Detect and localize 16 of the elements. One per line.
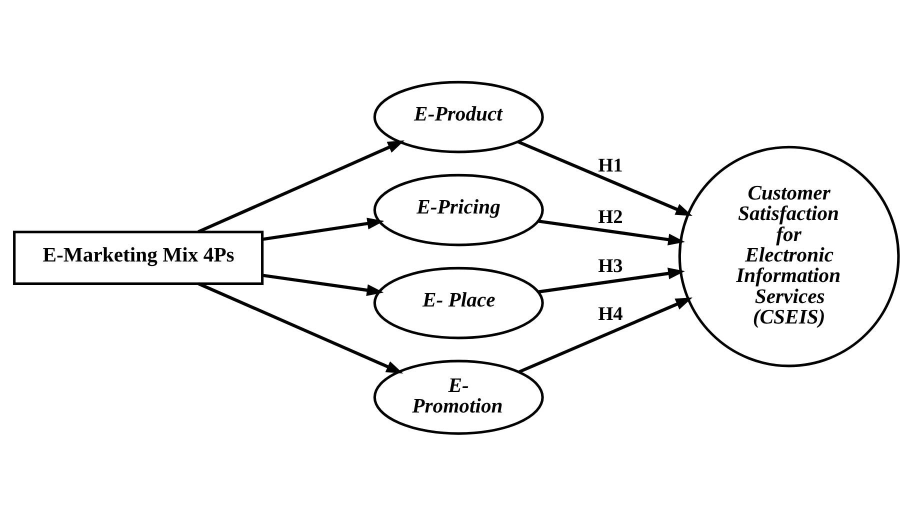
edge-label: H3 [598,256,623,277]
node-box: E-Marketing Mix 4Ps [13,230,264,284]
edge-label: H4 [598,303,623,324]
arrow [518,296,692,373]
arrow [518,140,692,216]
node-ellipse: E- Place [373,266,544,339]
arrow [198,140,405,233]
edge-label: H2 [598,206,623,228]
node-circle: Customer Satisfaction for Electronic Information Services (CSEIS) [678,145,900,367]
arrow [262,217,384,240]
arrow [538,267,685,293]
edge-label: H1 [598,154,623,176]
arrow [538,219,685,245]
arrow [198,282,404,373]
node-ellipse: E-Pricing [373,173,544,246]
arrow [262,273,384,296]
